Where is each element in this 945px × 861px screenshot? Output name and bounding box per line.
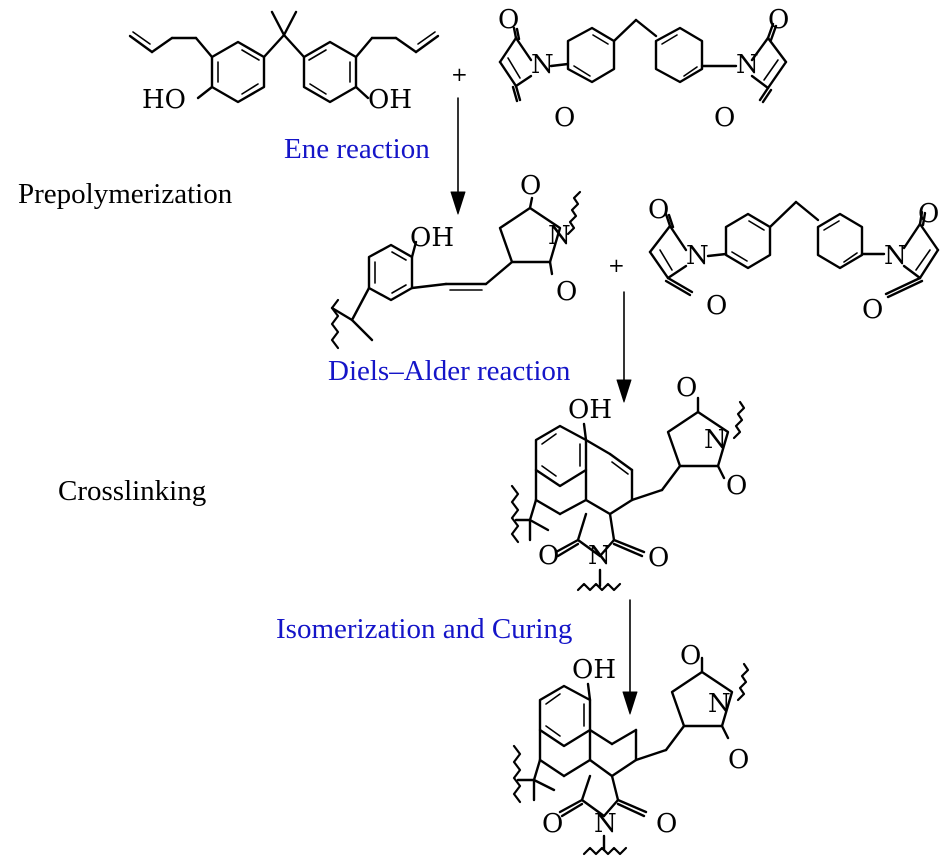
bismaleimide-structure-second: O N O O N O [648, 195, 939, 325]
atom-label-o: O [714, 103, 735, 133]
atom-label-n: N [736, 50, 759, 80]
stage-label-crosslinking: Crosslinking [58, 475, 206, 507]
plus-sign: + [451, 62, 468, 86]
atom-label-n: N [708, 689, 731, 719]
plus-sign: + [608, 253, 625, 277]
atom-label-o: O [556, 277, 577, 307]
diels-alder-adduct-structure: OH O N O [510, 373, 747, 592]
reaction-arrow-isomerization [622, 599, 638, 715]
atom-label-o: O [520, 171, 541, 201]
atom-label-o: O [656, 809, 677, 839]
atom-label-n: N [704, 425, 727, 455]
atom-label-o: O [648, 195, 669, 225]
atom-label-o: O [728, 745, 749, 775]
ene-adduct-structure: OH O N O [330, 171, 582, 350]
reaction-label-isomerization: Isomerization and Curing [276, 613, 572, 645]
atom-label-o: O [706, 291, 727, 321]
atom-label-o: O [648, 543, 669, 573]
atom-label-o: O [676, 373, 697, 403]
atom-label-o: O [538, 541, 559, 571]
atom-label-o: O [554, 103, 575, 133]
atom-label-o: O [680, 641, 701, 671]
reaction-label-ene: Ene reaction [284, 133, 430, 165]
atom-label-n: N [686, 241, 709, 271]
atom-label-ho: HO [142, 85, 186, 115]
bismaleimide-structure: O N O O N O [498, 5, 789, 133]
atom-label-o: O [726, 471, 747, 501]
atom-label-oh: OH [572, 655, 616, 685]
atom-label-o: O [918, 199, 939, 229]
atom-label-o: O [862, 295, 883, 325]
atom-label-n: N [588, 541, 611, 571]
cured-product-structure: OH O N O [512, 641, 749, 856]
reaction-label-diels-alder: Diels–Alder reaction [328, 355, 571, 387]
atom-label-n: N [884, 241, 907, 271]
diallyl-bisphenol-a-structure: HO OH [128, 10, 440, 115]
stage-label-prepolymerization: Prepolymerization [18, 178, 233, 210]
atom-label-o: O [768, 5, 789, 35]
atom-label-n: N [594, 809, 617, 839]
reaction-arrow-diels-alder [616, 291, 632, 403]
atom-label-oh: OH [368, 85, 412, 115]
atom-label-o: O [498, 5, 519, 35]
atom-label-o: O [542, 809, 563, 839]
atom-label-oh: OH [410, 223, 454, 253]
atom-label-oh: OH [568, 395, 612, 425]
reaction-arrow-ene [450, 97, 466, 215]
atom-label-n: N [548, 221, 571, 251]
atom-label-n: N [531, 50, 554, 80]
